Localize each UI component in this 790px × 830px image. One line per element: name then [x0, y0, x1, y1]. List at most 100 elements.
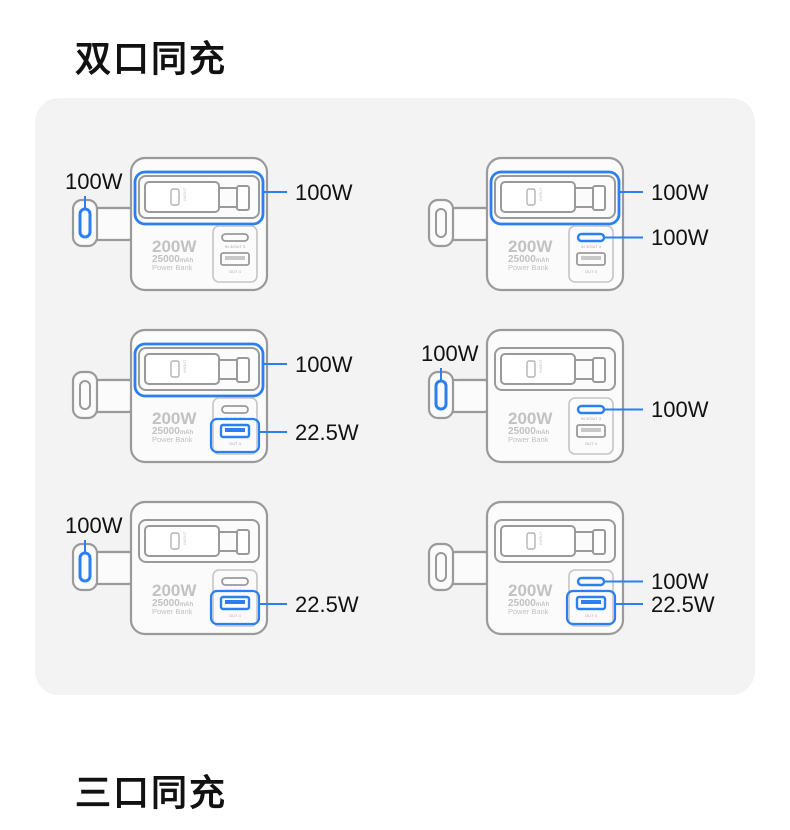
retractable-cable: [427, 542, 493, 592]
capacity-mah-text: 25000mAh: [152, 426, 193, 437]
usb-c-port-icon: [221, 577, 249, 586]
usb-c-port-icon: [221, 405, 249, 414]
cable-bay: [494, 347, 616, 391]
usb-c-port-label: IN 3/OUT 3: [581, 244, 602, 249]
retractable-cable: [71, 370, 137, 420]
cable-wattage-label: 100W: [421, 341, 479, 366]
usb-c-plug-icon: [79, 380, 91, 410]
usb-a-port-tongue: [581, 428, 601, 432]
usb-a-port-tongue: [581, 256, 601, 260]
usb-a-port-label: OUT 4: [585, 613, 597, 618]
capacity-watts-text: 200W: [152, 237, 197, 256]
cable-head: [144, 525, 220, 557]
product-name-text: Power Bank: [508, 607, 549, 616]
usb-c-plug: [427, 542, 455, 592]
port-panel: [568, 225, 614, 283]
cable-head-label: IN/OUT: [538, 531, 543, 545]
cable-bay-highlight: [489, 170, 621, 226]
usb-a-port-icon: [576, 424, 606, 438]
usb-a-port-label: OUT 4: [229, 613, 241, 618]
cable-clip-end: [236, 357, 250, 383]
capacity-watts-text: 200W: [508, 409, 553, 428]
port-panel: [212, 397, 258, 455]
usb-a-port-tongue: [581, 600, 601, 604]
cable-clip-end: [592, 357, 606, 383]
usb-c-plug-active-icon: [434, 379, 448, 411]
port-panel: [568, 569, 614, 627]
usb-a-port-label: OUT 4: [585, 269, 597, 274]
cable-head-label: IN/OUT: [538, 187, 543, 201]
usb-a-port-label: OUT 4: [229, 269, 241, 274]
usb-c-plug-active-icon: [78, 207, 92, 239]
cable-head: [500, 353, 576, 385]
usb-a-port-label: OUT 4: [229, 441, 241, 446]
product-name-text: Power Bank: [152, 607, 193, 616]
capacity-watts-text: 200W: [152, 581, 197, 600]
cable-head-c-icon: [170, 532, 180, 550]
capacity-mah-text: 25000mAh: [508, 426, 549, 437]
usb-c-port-label: IN 3/OUT 3: [225, 244, 246, 249]
cable-head: [144, 353, 220, 385]
usb-a-port-highlight: [565, 589, 617, 626]
top-port-wattage-label: 100W: [651, 180, 709, 205]
capacity-mah-text: 25000mAh: [152, 598, 193, 609]
capacity-watts-text: 200W: [152, 409, 197, 428]
product-name-text: Power Bank: [152, 435, 193, 444]
top-port-wattage-label: 100W: [295, 352, 353, 377]
usb-c-plug-active-icon: [78, 551, 92, 583]
usb-a-port-tongue: [225, 600, 245, 604]
cable-bay: [494, 175, 616, 219]
usb-a-port-icon: [576, 252, 606, 266]
cable-head-c-icon: [526, 532, 536, 550]
usb-c-plug: [427, 198, 455, 248]
cable-bay: [138, 175, 260, 219]
section-title-triple-port: 三口同充: [75, 773, 228, 814]
capacity-mah-text: 25000mAh: [152, 254, 193, 265]
usb-a-port-label: OUT 4: [585, 441, 597, 446]
usb-c-plug-icon: [435, 552, 447, 582]
usb-c-port-wattage-label: 100W: [651, 569, 709, 594]
cable-head: [500, 525, 576, 557]
cable-bay-highlight: [133, 342, 265, 398]
capacity-watts-text: 200W: [508, 581, 553, 600]
usb-a-port-wattage-label: 22.5W: [651, 592, 715, 617]
cable-clip-end: [592, 529, 606, 555]
cable-bay: [138, 519, 260, 563]
usb-c-port-icon: [221, 233, 249, 242]
cable-clip-end: [236, 185, 250, 211]
product-name-text: Power Bank: [508, 263, 549, 272]
product-name-text: Power Bank: [152, 263, 193, 272]
top-port-wattage-label: 100W: [295, 180, 353, 205]
capacity-mah-text: 25000mAh: [508, 254, 549, 265]
cable-wattage-label: 100W: [65, 169, 123, 194]
retractable-cable: [427, 198, 493, 248]
usb-c-port-label: IN 3/OUT 3: [581, 416, 602, 421]
cable-head-c-icon: [526, 360, 536, 378]
usb-c-plug: [71, 370, 99, 420]
cable-head-c-icon: [170, 360, 180, 378]
cable-clip-end: [592, 185, 606, 211]
usb-c-plug-icon: [435, 208, 447, 238]
capacity-mah-text: 25000mAh: [508, 598, 549, 609]
capacity-watts-text: 200W: [508, 237, 553, 256]
cable-bay: [494, 519, 616, 563]
retractable-cable: [71, 540, 137, 592]
port-panel: [212, 225, 258, 283]
port-panel: [212, 569, 258, 627]
cable-head-label: IN/OUT: [182, 359, 187, 373]
usb-a-port-wattage-label: 22.5W: [295, 592, 359, 617]
section-title-dual-port: 双口同充: [75, 39, 228, 80]
cable-head-label: IN/OUT: [182, 187, 187, 201]
usb-a-port-tongue: [225, 428, 245, 432]
cable-head: [500, 181, 576, 213]
cable-head-c-icon: [170, 188, 180, 206]
product-name-text: Power Bank: [508, 435, 549, 444]
usb-a-port-highlight: [209, 589, 261, 626]
